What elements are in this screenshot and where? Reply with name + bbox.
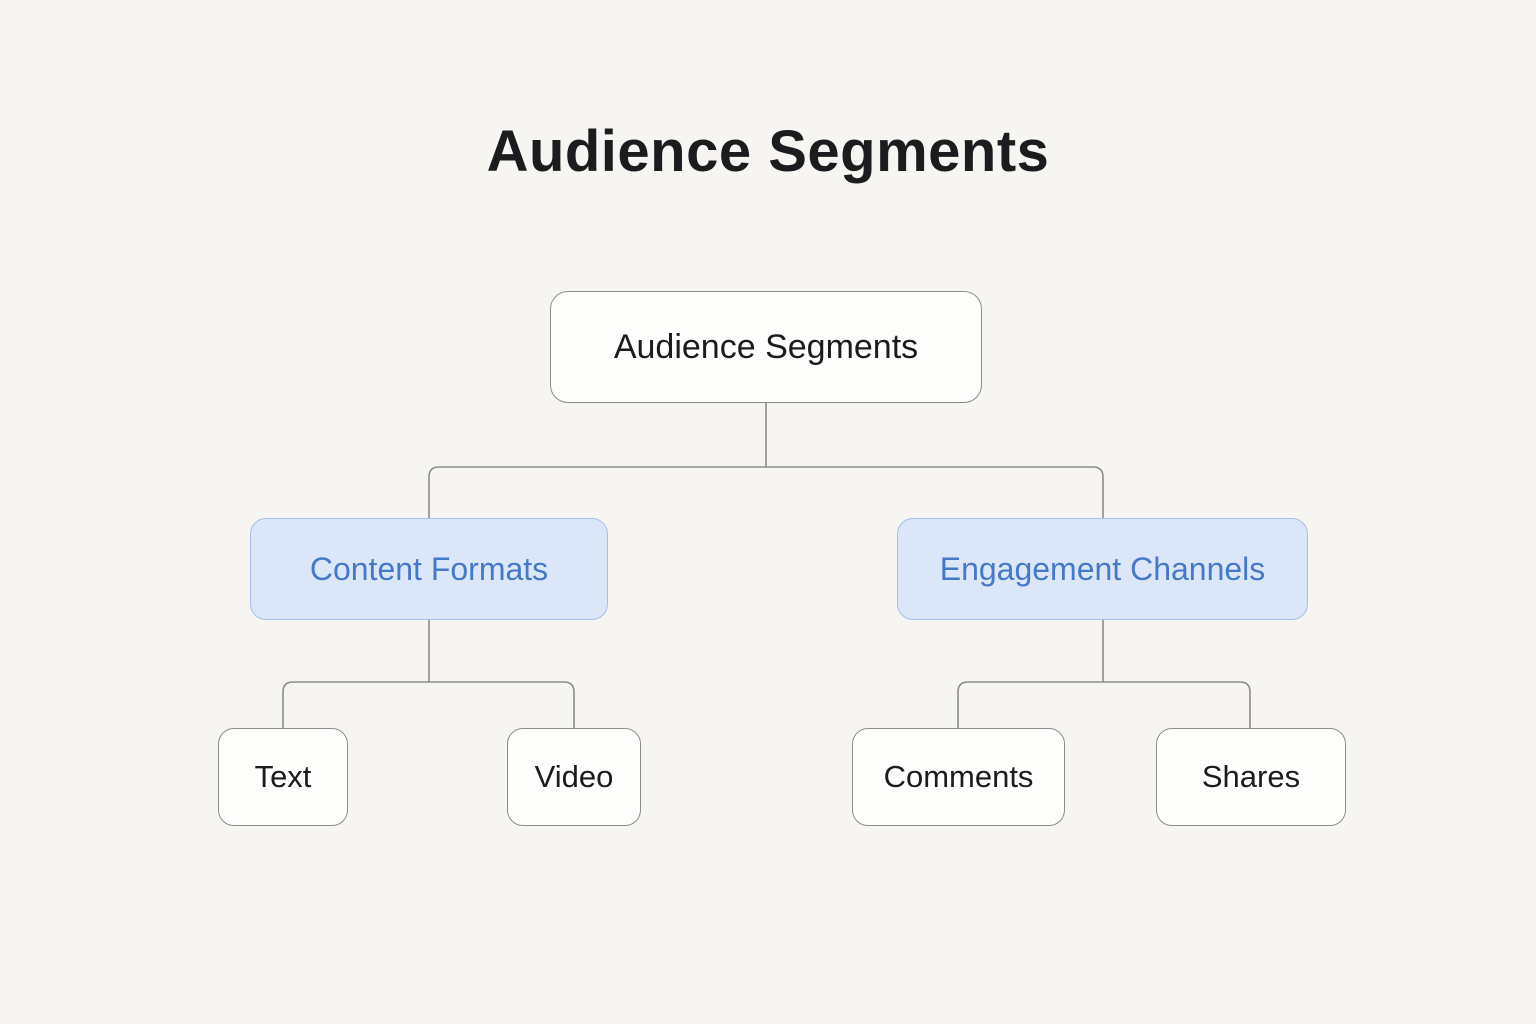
node-video: Video [507,728,641,826]
node-comments-label: Comments [883,759,1034,794]
node-comments: Comments [852,728,1065,826]
node-shares: Shares [1156,728,1346,826]
node-text: Text [218,728,348,826]
node-video-label: Video [534,759,614,794]
node-shares-label: Shares [1201,759,1301,794]
node-content-formats-label: Content Formats [309,550,549,587]
node-audience-segments-label: Audience Segments [613,327,919,366]
node-content-formats: Content Formats [250,518,608,620]
node-engagement-channels-label: Engagement Channels [939,550,1266,587]
node-audience-segments: Audience Segments [550,291,982,403]
diagram-title: Audience Segments [486,119,1050,184]
node-engagement-channels: Engagement Channels [897,518,1308,620]
node-text-label: Text [254,759,312,794]
